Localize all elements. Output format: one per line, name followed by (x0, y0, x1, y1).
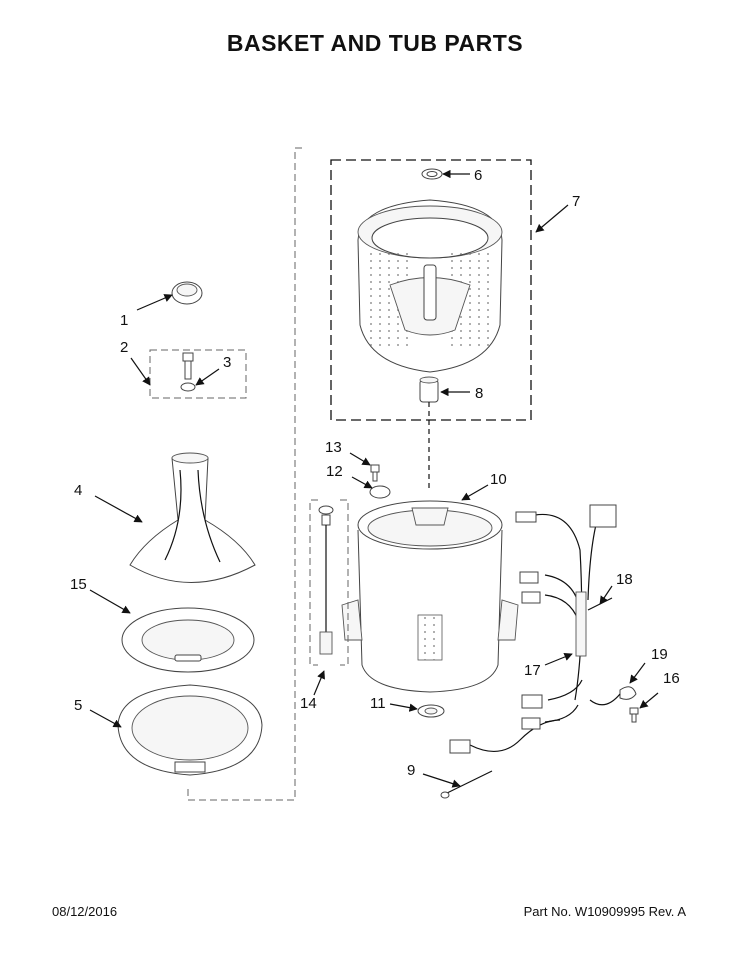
part-15-plate[interactable] (121, 607, 255, 673)
part-1-cap[interactable] (171, 281, 203, 305)
leader-1 (136, 294, 173, 311)
part-2-bolt[interactable] (182, 352, 194, 380)
footer-date: 08/12/2016 (52, 904, 118, 919)
leader-2 (130, 357, 151, 386)
leader-15 (89, 589, 131, 614)
leader-16 (639, 692, 659, 709)
assembly-boundary (187, 147, 302, 801)
leader-12 (351, 476, 373, 489)
part-14-group-right (340, 499, 349, 666)
leader-3 (195, 368, 220, 386)
leader-19 (629, 662, 646, 684)
part-19-clip[interactable] (589, 686, 637, 706)
leader-13 (349, 452, 371, 466)
part-2-group-box (149, 349, 247, 399)
part-13-screw[interactable] (370, 464, 380, 482)
part-17-wire-harness[interactable] (449, 504, 617, 754)
callout-19: 19 (651, 646, 668, 663)
callout-17: 17 (524, 662, 541, 679)
callout-16: 16 (663, 670, 680, 687)
callout-12: 12 (326, 463, 343, 480)
callout-8: 8 (475, 385, 483, 402)
part-12-bracket[interactable] (369, 485, 391, 499)
footer-part-number: Part No. W10909995 Rev. A (523, 904, 686, 919)
leader-5 (89, 709, 122, 728)
part-10-tub[interactable] (341, 500, 519, 693)
leader-14 (313, 670, 325, 696)
part-14-suspension-rod[interactable] (318, 505, 334, 655)
part-16-screw[interactable] (629, 707, 639, 723)
callout-3: 3 (223, 354, 231, 371)
leader-4 (94, 495, 143, 523)
callout-18: 18 (616, 571, 633, 588)
callout-5: 5 (74, 697, 82, 714)
leader-11 (389, 703, 418, 712)
leader-17 (544, 652, 573, 666)
callout-13: 13 (325, 439, 342, 456)
part-4-impeller[interactable] (129, 452, 256, 583)
leader-10 (461, 484, 489, 501)
callout-1: 1 (120, 312, 128, 329)
page-title: BASKET AND TUB PARTS (226, 30, 524, 56)
basket-group-box (330, 159, 532, 421)
leader-18 (599, 585, 613, 605)
callout-4: 4 (74, 482, 82, 499)
callout-6: 6 (474, 167, 482, 184)
part-11-seal[interactable] (417, 704, 445, 718)
part-6-ring[interactable] (421, 168, 443, 180)
callout-2: 2 (120, 339, 128, 356)
callout-15: 15 (70, 576, 87, 593)
part-3-washer[interactable] (180, 382, 196, 392)
callout-7: 7 (572, 193, 580, 210)
part-14-group-left (309, 499, 318, 666)
callout-9: 9 (407, 762, 415, 779)
part-5-base-ring[interactable] (117, 684, 263, 776)
callout-14: 14 (300, 695, 317, 712)
leader-7 (535, 204, 569, 233)
leader-9 (422, 773, 461, 788)
part-9-cable-tie[interactable] (440, 770, 493, 799)
part-7-basket[interactable] (357, 199, 503, 373)
part-8-hub[interactable] (419, 376, 439, 403)
callout-11: 11 (370, 695, 386, 712)
callout-10: 10 (490, 471, 507, 488)
